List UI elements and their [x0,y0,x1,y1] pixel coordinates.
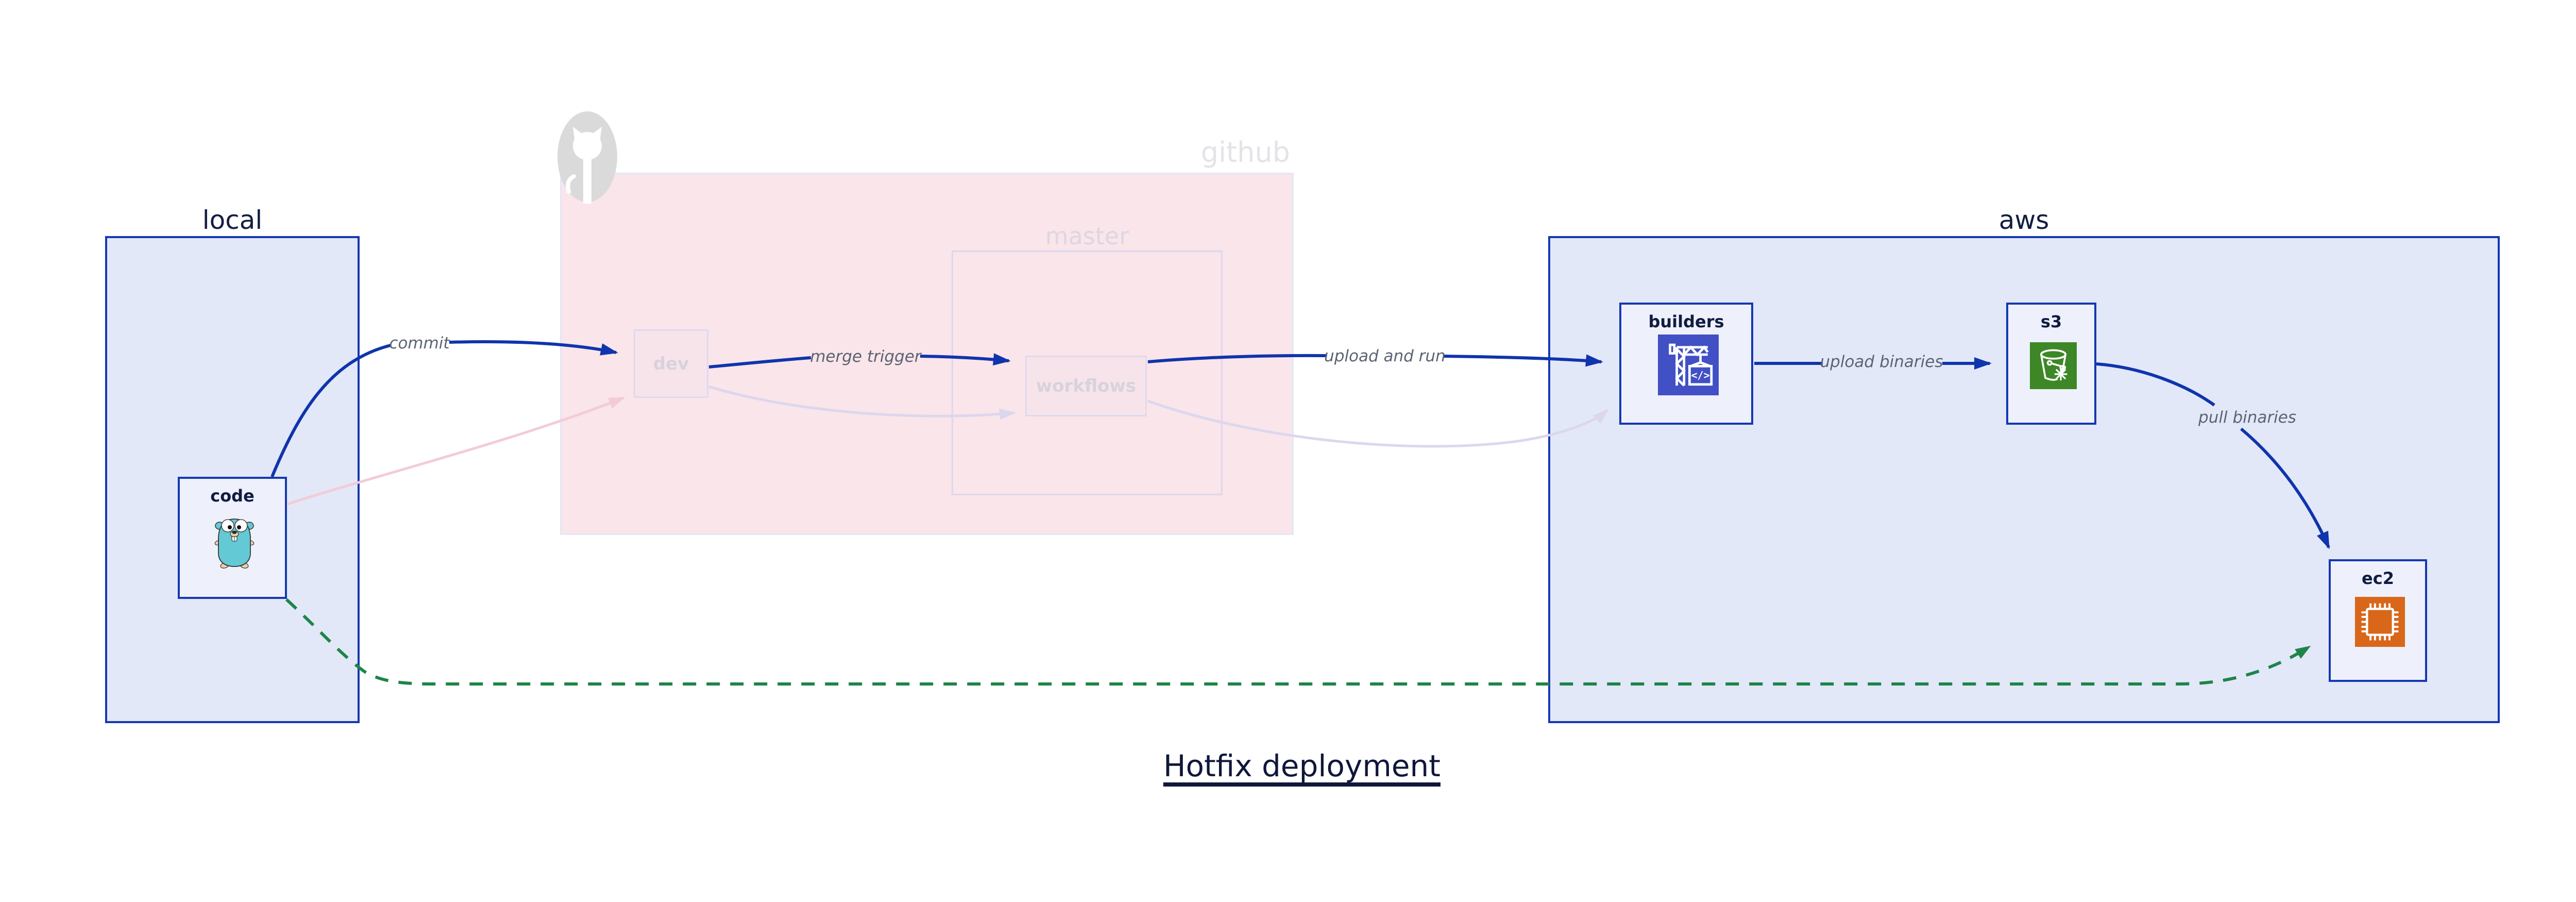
edge-label-upload-binaries: upload binaries [1820,353,1943,371]
svg-text:</>: </> [1691,369,1709,381]
aws-label: aws [1998,205,2049,235]
go-gopher-icon [214,512,255,569]
builders-label: builders [1648,312,1724,331]
github-label: github [1200,136,1290,169]
master-label: master [1045,222,1129,250]
diagram-title-text: Hotfix deployment [1163,748,1441,783]
node-builders: builders </> [1619,303,1753,425]
ec2-label: ec2 [2362,569,2394,588]
codebuild-crane-icon: </> [1658,335,1719,395]
edge-label-merge-trigger: merge trigger [810,347,921,366]
local-label: local [202,205,263,235]
node-workflows: workflows [1025,356,1147,416]
octocat-icon [556,110,618,204]
node-s3: s3 [2006,303,2096,425]
s3-label: s3 [2040,312,2062,331]
s3-bucket-icon [2030,342,2077,389]
dev-label: dev [653,353,689,374]
code-label: code [210,486,255,506]
node-code: code [178,477,287,599]
node-dev: dev [634,329,708,398]
diagram-title: Hotfix deployment [0,748,2576,783]
edge-label-upload-and-run: upload and run [1324,347,1446,365]
node-ec2: ec2 [2329,559,2427,682]
container-master: master [952,222,1223,495]
edge-label-commit: commit [389,334,450,353]
workflows-label: workflows [1036,376,1137,396]
edge-label-pull-binaries: pull binaries [2198,408,2296,427]
ec2-chip-icon [2355,597,2405,647]
